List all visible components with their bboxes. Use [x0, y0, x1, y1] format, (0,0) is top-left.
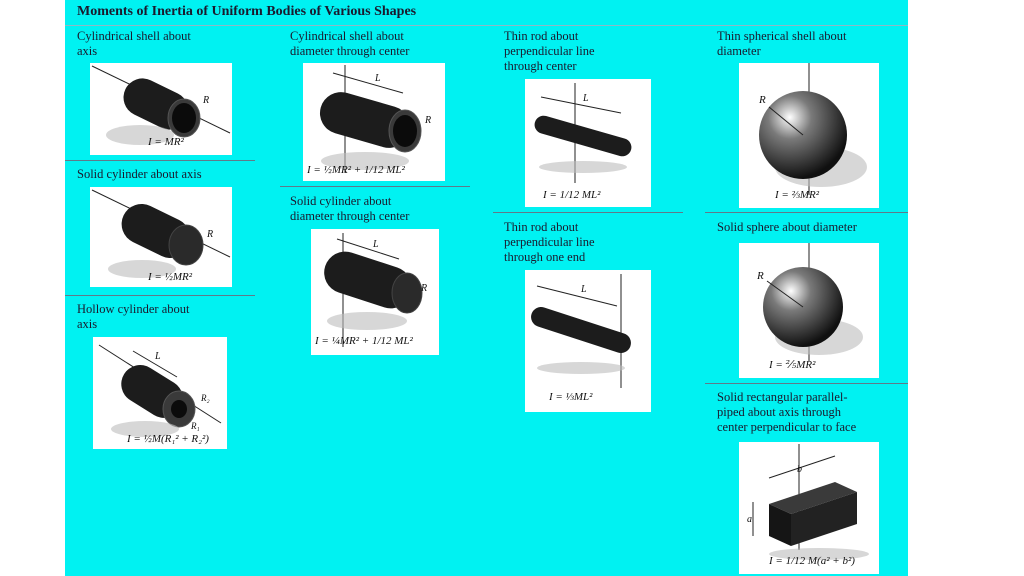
dim-label: L — [374, 73, 381, 84]
dim-label: R — [756, 270, 764, 282]
dim-label: b — [797, 464, 802, 475]
divider — [65, 295, 255, 296]
cell-label-rect-plate: Solid rectangular parallel- piped about … — [717, 390, 857, 434]
divider — [493, 212, 683, 213]
dim-label: R — [758, 94, 766, 106]
figure-hollow-cyl-axis: L R₂ R₁ I = ½M(R₁² + R₂²) — [93, 337, 227, 449]
formula-solid-cyl-diam: I = ¼MR² + 1/12 ML² — [315, 335, 413, 347]
cell-label-hollow-cyl-axis: Hollow cylinder about axis — [77, 302, 190, 331]
divider — [65, 160, 255, 161]
figure-sph-shell: R I = ⅔MR² — [739, 63, 879, 208]
figure-rod-center: L I = 1/12 ML² — [525, 79, 651, 207]
cell-label-rod-end: Thin rod about perpendicular line throug… — [504, 220, 595, 264]
figure-cyl-shell-diam: L R I = ½MR² + 1/12 ML² — [303, 63, 445, 181]
divider — [705, 212, 908, 213]
divider — [705, 383, 908, 384]
cell-label-cyl-shell-axis: Cylindrical shell about axis — [77, 29, 191, 58]
cell-label-solid-sphere: Solid sphere about diameter — [717, 220, 857, 234]
figure-solid-cyl-axis: R I = ½MR² — [90, 187, 232, 287]
dim-label: R — [420, 283, 427, 294]
formula-rect-plate: I = 1/12 M(a² + b²) — [769, 555, 855, 567]
cell-label-solid-cyl-diam: Solid cylinder about diameter through ce… — [290, 194, 410, 223]
divider — [280, 186, 470, 187]
cell-label-solid-cyl-axis: Solid cylinder about axis — [77, 167, 202, 181]
dim-label: R — [202, 95, 209, 106]
formula-cyl-shell-diam: I = ½MR² + 1/12 ML² — [307, 164, 405, 176]
formula-cyl-shell-axis: I = MR² — [148, 136, 184, 148]
moments-of-inertia-table: Moments of Inertia of Uniform Bodies of … — [65, 0, 908, 576]
formula-rod-center: I = 1/12 ML² — [543, 189, 601, 201]
dim-label: L — [580, 284, 587, 295]
dim-label: a — [747, 514, 752, 525]
dim-label: R — [206, 229, 213, 240]
figure-solid-cyl-diam: L R I = ¼MR² + 1/12 ML² — [311, 229, 439, 355]
title-banner: Moments of Inertia of Uniform Bodies of … — [65, 0, 908, 26]
cell-label-cyl-shell-diam: Cylindrical shell about diameter through… — [290, 29, 410, 58]
figure-cyl-shell-axis: R I = MR² — [90, 63, 232, 155]
dim-label: R — [424, 115, 431, 126]
formula-hollow-cyl-axis: I = ½M(R₁² + R₂²) — [127, 433, 209, 445]
dim-label: R₂ — [200, 393, 210, 403]
formula-solid-cyl-axis: I = ½MR² — [148, 271, 193, 283]
formula-sph-shell: I = ⅔MR² — [775, 189, 820, 201]
formula-solid-sphere: I = ⅖MR² — [769, 359, 816, 371]
figure-rod-end: L I = ⅓ML² — [525, 270, 651, 412]
table-title: Moments of Inertia of Uniform Bodies of … — [77, 4, 417, 19]
dim-label: L — [372, 239, 379, 250]
cell-label-rod-center: Thin rod about perpendicular line throug… — [504, 29, 595, 73]
figure-solid-sphere: R I = ⅖MR² — [739, 243, 879, 378]
cell-label-sph-shell: Thin spherical shell about diameter — [717, 29, 847, 58]
dim-label: R₁ — [190, 421, 200, 431]
dim-label: L — [154, 351, 161, 362]
figure-rect-plate: b a I = 1/12 M(a² + b²) — [739, 442, 879, 574]
formula-rod-end: I = ⅓ML² — [549, 391, 593, 403]
dim-label: L — [582, 93, 589, 104]
